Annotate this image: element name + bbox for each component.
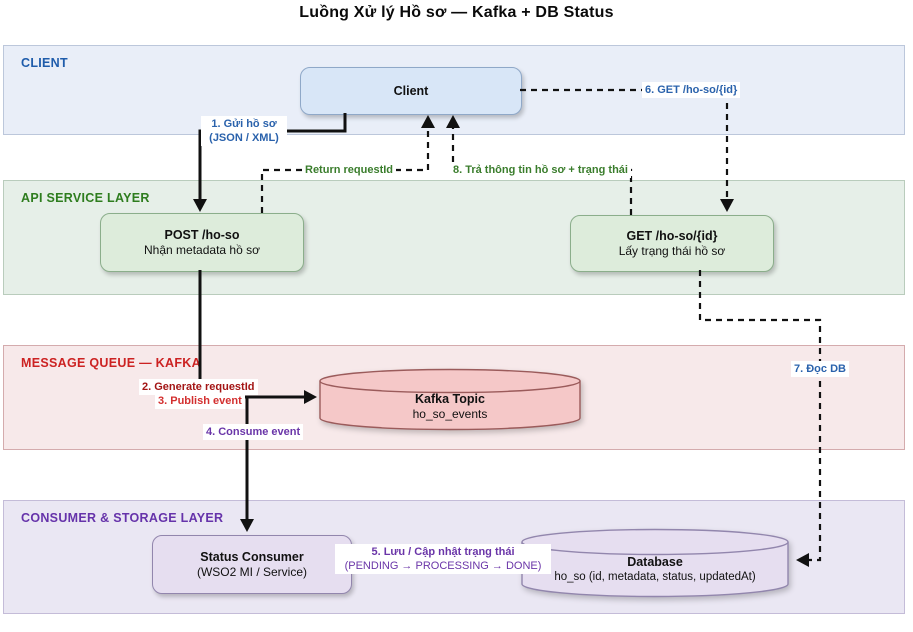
client-node: Client (300, 67, 522, 115)
get-ho-so-node: GET /ho-so/{id} Lấy trạng thái hồ sơ (570, 215, 774, 272)
status-consumer-subtitle: (WSO2 MI / Service) (196, 565, 307, 579)
database-node: Database ho_so (id, metadata, status, up… (520, 527, 790, 600)
status-consumer-title: Status Consumer (200, 550, 304, 564)
kafka-topic-subtitle: ho_so_events (412, 406, 488, 421)
post-node-subtitle: Nhận metadata hồ sơ (144, 243, 260, 257)
edge-label-step5: 5. Lưu / Cập nhật trạng thái (PENDING → … (335, 544, 551, 574)
edge-label-step4: 4. Consume event (203, 424, 304, 440)
kafka-topic-node: Kafka Topic ho_so_events (318, 367, 582, 433)
edge-label-step7: 7. Đọc DB (791, 361, 849, 377)
edge-label-step5-line1: 5. Lưu / Cập nhật trạng thái (371, 546, 515, 558)
diagram-title: Luồng Xử lý Hồ sơ — Kafka + DB Status (299, 4, 614, 21)
edge-label-step1-line1: 1. Gửi hồ sơ (211, 118, 277, 130)
cylinder-shape-icon (319, 368, 581, 431)
edge-label-return-requestid: Return requestId (302, 162, 397, 178)
database-title: Database (627, 555, 683, 569)
kafka-topic-title: Kafka Topic (415, 391, 485, 406)
edge-label-step1: 1. Gửi hồ sơ (JSON / XML) (201, 116, 287, 146)
database-subtitle: ho_so (id, metadata, status, updatedAt) (554, 571, 756, 583)
lane-client-label: CLIENT (21, 56, 68, 70)
client-node-title: Client (393, 84, 429, 98)
lane-consumer-storage-label: CONSUMER & STORAGE LAYER (21, 511, 224, 525)
lane-api-service-label: API SERVICE LAYER (21, 191, 150, 205)
edge-label-step5-line2: (PENDING → PROCESSING → DONE) (344, 560, 542, 572)
get-node-subtitle: Lấy trạng thái hồ sơ (618, 244, 726, 258)
post-node-title: POST /ho-so (164, 228, 240, 242)
edge-label-step1-line2: (JSON / XML) (209, 132, 279, 144)
status-consumer-node: Status Consumer (WSO2 MI / Service) (152, 535, 352, 594)
edge-label-step6: 6. GET /ho-so/{id} (642, 82, 741, 98)
edge-label-step3: 3. Publish event (155, 393, 245, 409)
lane-message-queue-label: MESSAGE QUEUE — KAFKA (21, 356, 201, 370)
get-node-title: GET /ho-so/{id} (626, 229, 718, 243)
edge-label-step8: 8. Trả thông tin hồ sơ + trạng thái (450, 162, 631, 178)
post-ho-so-node: POST /ho-so Nhận metadata hồ sơ (100, 213, 304, 272)
